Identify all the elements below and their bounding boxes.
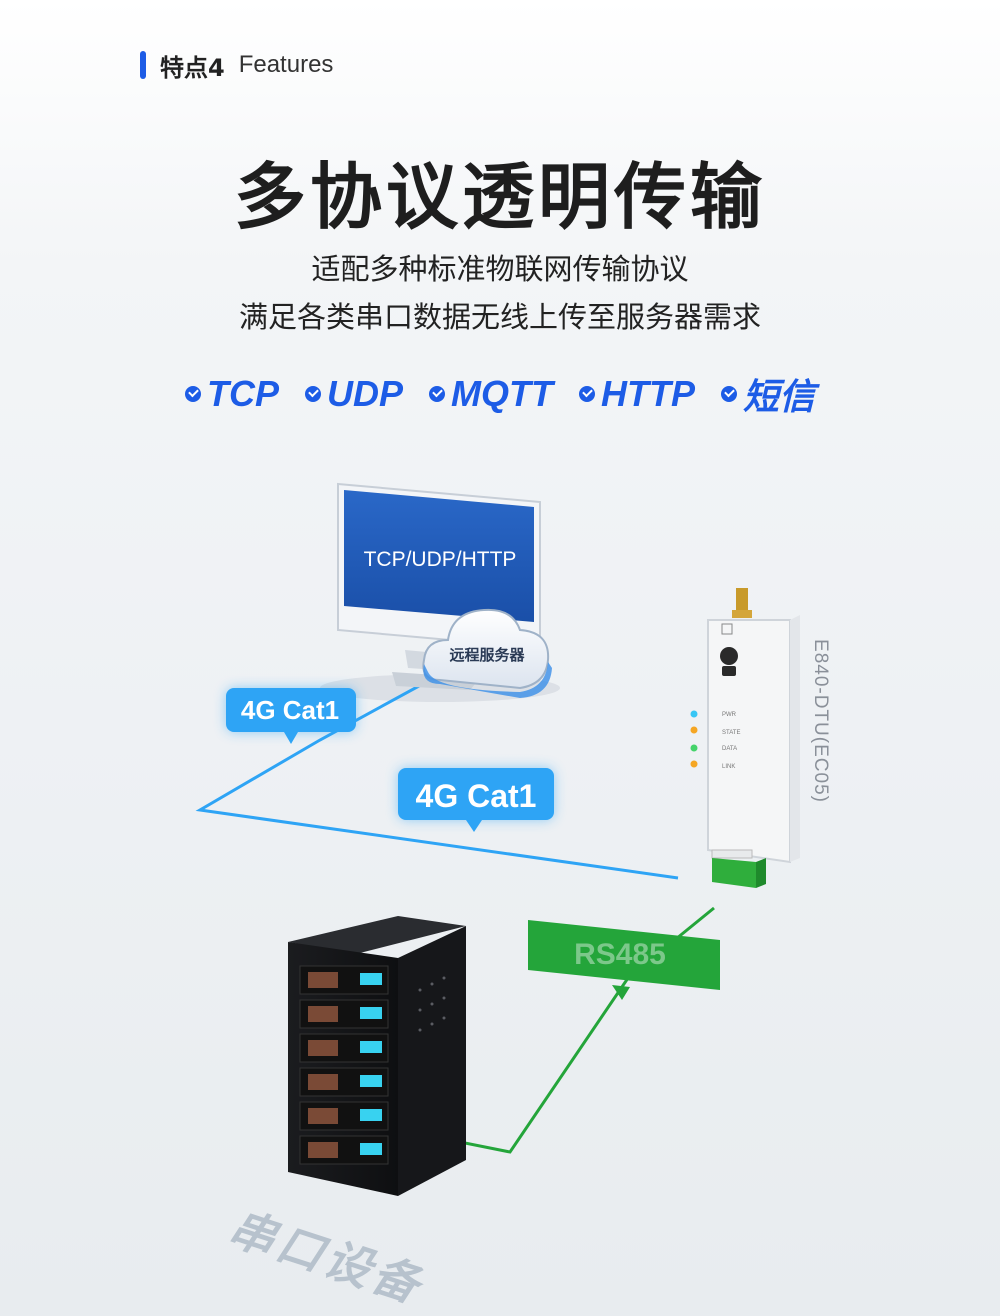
check-circle-icon: [720, 386, 737, 402]
protocol-item-sms: 短信: [720, 368, 815, 420]
dtu-device-icon: PWR STATE DATA LINK: [690, 588, 800, 888]
link-label-1: 4G Cat1: [240, 695, 340, 725]
check-circle-icon: [304, 386, 321, 402]
protocol-label: UDP: [326, 373, 403, 414]
protocol-item-tcp: TCP: [184, 373, 279, 415]
protocol-item-http: HTTP: [578, 373, 695, 415]
protocol-label: MQTT: [451, 373, 553, 414]
subtitle-line-1: 适配多种标准物联网传输协议: [311, 252, 689, 286]
feature-tag: 特点4 Features: [140, 48, 333, 82]
rs485-bubble: [528, 920, 720, 1000]
indicator-label: DATA: [722, 746, 737, 752]
page-title: 多协议透明传输: [233, 155, 766, 239]
protocol-item-udp: UDP: [304, 373, 403, 415]
protocol-label: HTTP: [600, 373, 695, 414]
device-name-text: E840-DTU(EC05): [810, 639, 831, 803]
feature-tag-number: 特点4: [160, 53, 225, 82]
link-label-2: 4G Cat1: [415, 778, 537, 814]
check-circle-icon: [184, 386, 201, 402]
indicator-label: STATE: [722, 730, 740, 736]
indicator-label: LINK: [722, 764, 735, 770]
link-bubble-2: [398, 768, 554, 832]
monitor-icon: [337, 482, 541, 690]
protocol-label: 短信: [742, 376, 815, 417]
feature-tag-bar: [140, 51, 146, 79]
cloud-label: 远程服务器: [449, 646, 525, 664]
server-rack-icon: [288, 916, 466, 1196]
link-lines-4g: [195, 678, 679, 880]
link-bubble-1: [226, 688, 356, 744]
feature-tag-label: Features: [238, 51, 334, 78]
device-name: E840-DTU(EC05): [800, 620, 831, 820]
protocol-label: TCP: [206, 373, 279, 414]
check-circle-icon: [429, 386, 445, 402]
check-circle-icon: [578, 386, 595, 402]
cloud-icon: [422, 608, 552, 698]
protocol-item-mqtt: MQTT: [429, 373, 553, 415]
subtitle-line-2: 满足各类串口数据无线上传至服务器需求: [238, 300, 761, 334]
monitor-screen-text: TCP/UDP/HTTP: [363, 548, 517, 571]
indicator-label: PWR: [722, 712, 737, 718]
protocol-list: TCP UDP MQTT HTTP 短信: [0, 368, 1000, 420]
rs485-label: RS485: [574, 938, 666, 971]
